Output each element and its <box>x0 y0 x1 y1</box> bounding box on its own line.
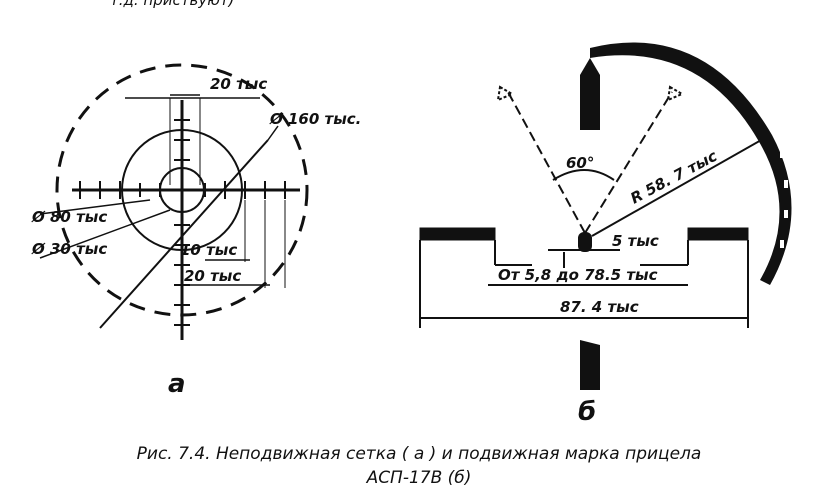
dim-radius: R 58. 7 тыс <box>627 147 720 208</box>
left-rail-bar <box>419 227 496 241</box>
dim-dot: 5 тыс <box>612 232 659 250</box>
diameter-160-line <box>99 139 269 329</box>
d30-leader <box>39 209 171 259</box>
fixed-reticle <box>39 63 309 340</box>
dim-angle: 60° <box>566 154 594 172</box>
bottom-pointer <box>580 340 600 390</box>
figure-caption-line1: Рис. 7.4. Неподвижная сетка ( а ) и подв… <box>136 444 702 464</box>
label-b: б <box>578 397 596 427</box>
dim-20-bottom: 20 тыс <box>184 267 241 285</box>
dim-width: 87. 4 тыс <box>560 298 639 316</box>
label-a: а <box>168 369 186 399</box>
top-text-fragment: т.д. приствуют) <box>110 0 235 9</box>
center-pip <box>578 232 592 252</box>
moving-mark <box>419 42 792 390</box>
dim-160: Ø 160 тыс. <box>269 110 361 128</box>
d80-leader <box>39 199 151 215</box>
dim-80: Ø 80 тыс <box>31 208 107 226</box>
dim-30: Ø 30 тыс <box>31 240 107 258</box>
dim-10: 10 тыс <box>180 241 237 259</box>
right-rail-bar <box>687 227 749 241</box>
figure-caption-line2: АСП-17В (б) <box>366 468 472 488</box>
dim-range: От 5,8 до 78.5 тыс <box>498 266 658 284</box>
dim-20-top: 20 тыс <box>210 75 267 93</box>
scale-arc <box>590 42 792 285</box>
top-pointer <box>580 58 600 130</box>
horizontal-ticks <box>79 181 286 199</box>
